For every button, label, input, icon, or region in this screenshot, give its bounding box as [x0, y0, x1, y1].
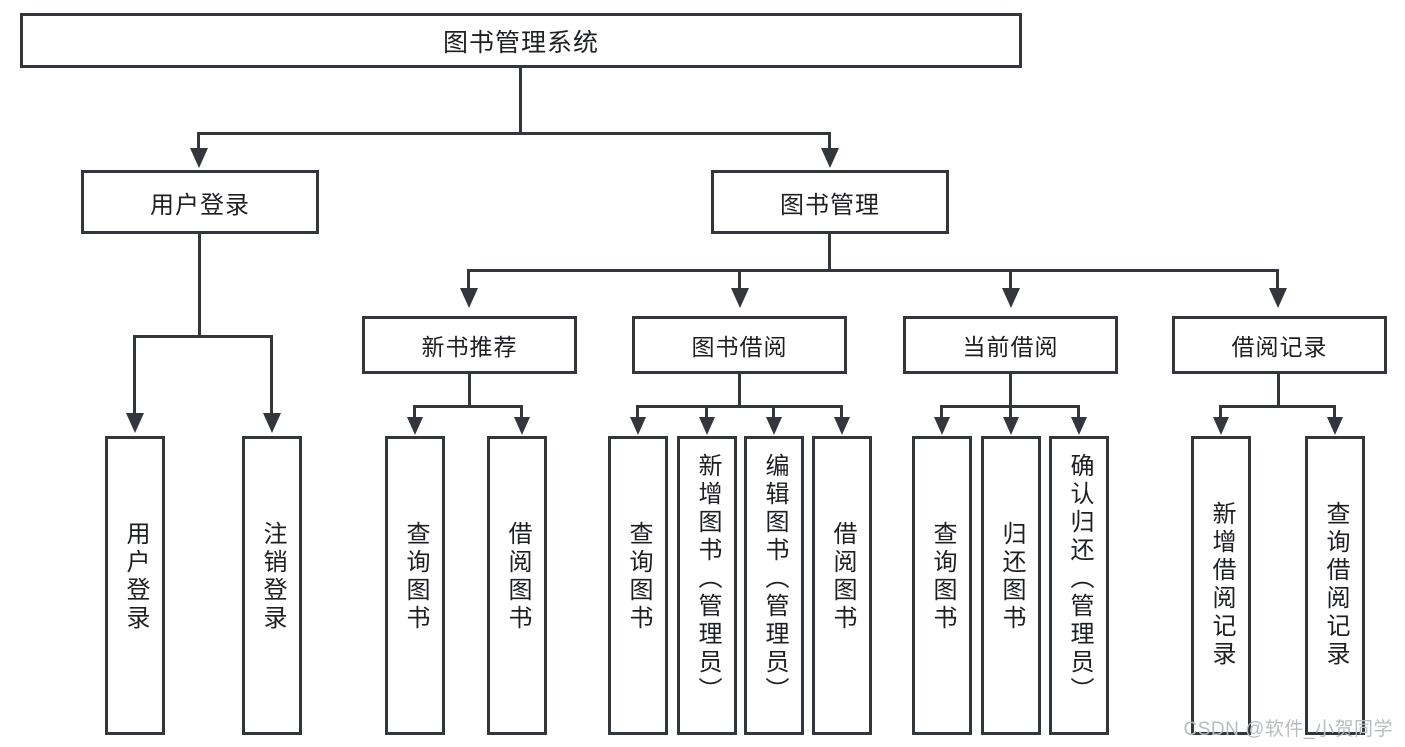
- node-label: 新增图书（管理员）: [694, 453, 721, 705]
- node-label: 图书管理: [780, 191, 880, 219]
- connector-root-to-user-login: [197, 132, 200, 152]
- arrow-book-borrow-leaf-2: [699, 417, 715, 435]
- arrow-book-manage-to-current-borrow: [1002, 288, 1020, 308]
- node-label: 注销登录: [259, 521, 286, 633]
- arrow-root-to-user-login: [190, 148, 208, 168]
- node-borrow-record[interactable]: 借阅记录: [1172, 316, 1387, 374]
- connector-book-borrow-leaf-4: [840, 405, 843, 419]
- connector-book-borrow-leaf-3: [772, 405, 775, 419]
- node-label: 确认归还（管理员）: [1066, 453, 1093, 705]
- connector-book-manage-to-borrow-record: [1276, 269, 1279, 291]
- connector-root-to-book-manage: [828, 132, 831, 152]
- connector-user-login-bus: [133, 335, 270, 338]
- connector-book-manage-bus: [467, 269, 1279, 272]
- node-label: 新增借阅记录: [1208, 501, 1235, 669]
- connector-new-book-leaf-2: [520, 405, 523, 419]
- node-label: 借阅记录: [1231, 334, 1328, 360]
- leaf-user-login-login[interactable]: 用户登录: [105, 436, 165, 735]
- node-label: 查询图书: [625, 521, 652, 633]
- node-label: 借阅图书: [504, 521, 531, 633]
- leaf-book-borrow-query-book[interactable]: 查询图书: [608, 436, 668, 735]
- node-label: 用户登录: [122, 521, 149, 633]
- arrow-book-manage-to-borrow-record: [1269, 288, 1287, 308]
- connector-new-book-stem: [468, 374, 471, 407]
- node-book-management[interactable]: 图书管理: [711, 170, 949, 234]
- leaf-new-book-borrow-book[interactable]: 借阅图书: [487, 436, 547, 735]
- connector-current-borrow-leaf-1: [940, 405, 943, 419]
- arrow-book-borrow-leaf-1: [630, 417, 646, 435]
- connector-book-borrow-bus: [636, 405, 843, 408]
- connector-book-manage-to-new-book: [467, 269, 470, 291]
- node-label: 当前借阅: [962, 334, 1059, 360]
- arrow-current-borrow-leaf-1: [934, 417, 950, 435]
- arrow-current-borrow-leaf-3: [1071, 417, 1087, 435]
- connector-book-borrow-leaf-2: [705, 405, 708, 419]
- arrow-user-login-leaf-1: [126, 413, 144, 433]
- node-root-system[interactable]: 图书管理系统: [20, 13, 1022, 68]
- connector-borrow-record-bus: [1219, 405, 1336, 408]
- connector-root-bus: [197, 132, 831, 135]
- arrow-book-borrow-leaf-4: [834, 417, 850, 435]
- node-new-book-recommend[interactable]: 新书推荐: [362, 316, 577, 374]
- node-label: 用户登录: [150, 191, 250, 219]
- connector-borrow-record-stem: [1277, 374, 1280, 407]
- node-label: 归还图书: [998, 521, 1025, 633]
- arrow-book-manage-to-book-borrow: [731, 288, 749, 308]
- connector-current-borrow-stem: [1009, 374, 1012, 407]
- node-label: 编辑图书（管理员）: [761, 453, 788, 705]
- connector-new-book-bus: [413, 405, 523, 408]
- node-book-borrow[interactable]: 图书借阅: [632, 316, 847, 374]
- leaf-book-borrow-borrow-book[interactable]: 借阅图书: [812, 436, 872, 735]
- leaf-current-borrow-query-book[interactable]: 查询图书: [912, 436, 972, 735]
- node-user-login[interactable]: 用户登录: [81, 170, 319, 234]
- arrow-book-borrow-leaf-3: [766, 417, 782, 435]
- node-label: 借阅图书: [829, 521, 856, 633]
- connector-new-book-leaf-1: [413, 405, 416, 419]
- leaf-current-borrow-return-book[interactable]: 归还图书: [981, 436, 1041, 735]
- node-label: 查询图书: [929, 521, 956, 633]
- arrow-book-manage-to-new-book: [460, 288, 478, 308]
- connector-user-login-leaf-1: [133, 335, 136, 417]
- arrow-current-borrow-leaf-2: [1003, 417, 1019, 435]
- leaf-new-book-query-book[interactable]: 查询图书: [385, 436, 445, 735]
- node-label: 查询图书: [402, 521, 429, 633]
- node-current-borrow[interactable]: 当前借阅: [903, 316, 1118, 374]
- leaf-borrow-record-query-record[interactable]: 查询借阅记录: [1305, 436, 1365, 735]
- connector-user-login-stem: [198, 234, 201, 337]
- connector-book-manage-stem: [828, 234, 831, 271]
- leaf-current-borrow-confirm-return-admin[interactable]: 确认归还（管理员）: [1049, 436, 1109, 735]
- arrow-root-to-book-manage: [821, 148, 839, 168]
- node-label: 图书管理系统: [442, 28, 599, 57]
- connector-borrow-record-leaf-1: [1219, 405, 1222, 419]
- node-label: 查询借阅记录: [1322, 501, 1349, 669]
- leaf-user-login-logout[interactable]: 注销登录: [242, 436, 302, 735]
- connector-current-borrow-leaf-3: [1077, 405, 1080, 419]
- arrow-borrow-record-leaf-1: [1213, 417, 1229, 435]
- connector-borrow-record-leaf-2: [1333, 405, 1336, 419]
- connector-current-borrow-leaf-2: [1009, 405, 1012, 419]
- leaf-borrow-record-add-record[interactable]: 新增借阅记录: [1191, 436, 1251, 735]
- leaf-book-borrow-edit-book-admin[interactable]: 编辑图书（管理员）: [744, 436, 804, 735]
- connector-user-login-leaf-2: [270, 335, 273, 417]
- connector-book-manage-to-current-borrow: [1009, 269, 1012, 291]
- leaf-book-borrow-add-book-admin[interactable]: 新增图书（管理员）: [677, 436, 737, 735]
- connector-book-manage-to-book-borrow: [738, 269, 741, 291]
- connector-root-stem: [519, 68, 522, 134]
- node-label: 新书推荐: [421, 334, 518, 360]
- arrow-borrow-record-leaf-2: [1327, 417, 1343, 435]
- connector-book-borrow-stem: [738, 374, 741, 407]
- arrow-new-book-leaf-2: [514, 417, 530, 435]
- node-label: 图书借阅: [691, 334, 788, 360]
- csdn-watermark: CSDN @软件_小贺同学: [1183, 719, 1393, 740]
- arrow-user-login-leaf-2: [263, 413, 281, 433]
- arrow-new-book-leaf-1: [407, 417, 423, 435]
- connector-book-borrow-leaf-1: [636, 405, 639, 419]
